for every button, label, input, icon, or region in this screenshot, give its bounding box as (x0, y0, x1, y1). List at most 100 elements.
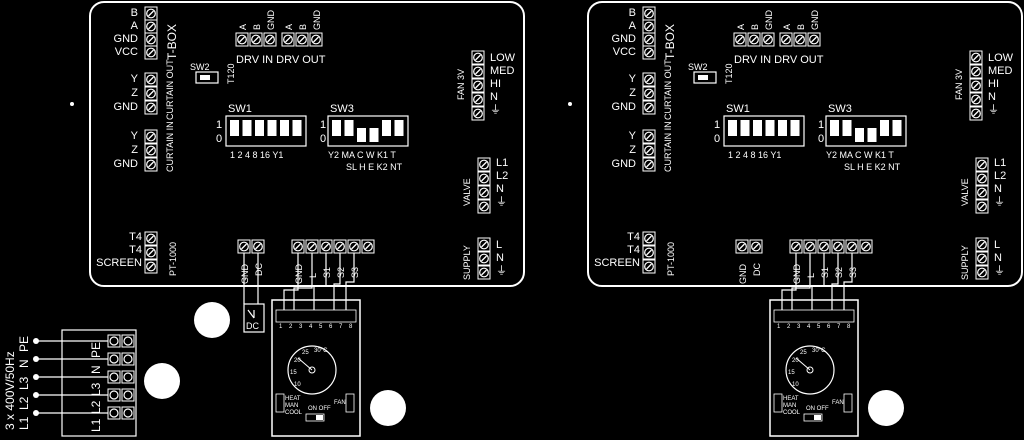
drv-pin-label: GND (764, 10, 774, 31)
block-n: N (89, 365, 103, 374)
valve-pin-label: ⏚ (994, 195, 1005, 208)
power-line-n: N (17, 359, 31, 368)
sw1-dip-toggle (242, 120, 252, 136)
dc-label: DC (254, 263, 264, 276)
gnd-terminal-slot (739, 243, 745, 250)
valve-pin-label: N (496, 183, 504, 195)
output-terminal-slot (807, 243, 813, 250)
tbox-pin-label: VCC (613, 46, 636, 58)
thermostat-dial-center (308, 366, 316, 374)
fan-pin-label: LOW (490, 52, 516, 64)
thermostat-pin-label: 5 (319, 324, 323, 330)
thermostat-pin-label: 5 (817, 324, 821, 330)
valve-pin-label: L1 (994, 157, 1006, 169)
thermostat-onoff-label: ON OFF (308, 406, 331, 412)
output-terminal-slot (295, 243, 301, 250)
output-terminal-extra-slot (863, 243, 869, 250)
drv-label: DRV IN DRV OUT (734, 54, 824, 66)
tbox-pin-label: A (131, 20, 139, 32)
curtain-in-pin-label: Y (629, 130, 637, 142)
drv-terminal-slot (751, 36, 757, 43)
thermostat-dial-mark: 30°C (314, 348, 328, 354)
tbox-pin-label: GND (612, 33, 637, 45)
thermostat-wire (811, 253, 825, 310)
thermostat-dial-mark: 20 (294, 358, 301, 364)
sw1-dip-toggle (255, 120, 264, 136)
valve-pin-label: L2 (496, 170, 508, 182)
drv-pin-label: B (252, 24, 262, 30)
power-line-l1: L1 (17, 416, 31, 430)
curtain-out-terminal-slot (148, 104, 154, 111)
thermostat-fan-label: FAN (832, 400, 844, 406)
supply-pin-label: L (496, 239, 502, 251)
valve-pin-label: L1 (496, 157, 508, 169)
fan-pin-label: ⏚ (988, 103, 999, 116)
output-pin-label: S3 (848, 267, 858, 278)
fan-terminal-slot (475, 68, 481, 75)
block-pe: PE (89, 342, 103, 358)
mounting-dot (568, 102, 572, 106)
sw3-dip-toggle (880, 120, 889, 136)
gnd-terminal-slot (241, 243, 247, 250)
output-terminal-slot (821, 243, 827, 250)
drv-terminal-slot (797, 36, 803, 43)
curtain-in-pin-label: Z (131, 144, 138, 156)
curtain-in-terminal-slot (148, 161, 154, 168)
thermostat-terminal-strip (275, 309, 357, 323)
supply-pin-label: N (994, 252, 1002, 264)
sw1-values: 1 2 4 8 16 Y1 (230, 150, 283, 160)
fan-terminal-slot (973, 68, 979, 75)
thermostat-dial-needle (795, 357, 811, 371)
sw1-dip-toggle (280, 120, 289, 136)
curtain-out-pin-label: Z (629, 87, 636, 99)
dc-box-label: DC (246, 321, 259, 331)
sw3-bit-0: 0 (320, 133, 326, 145)
valve-terminal-slot (481, 189, 487, 196)
thermostat-wire (293, 253, 313, 310)
thermostat-mode-switch-icon (275, 393, 285, 413)
sw3-dip-toggle (369, 128, 379, 142)
sw1-dip-toggle (267, 120, 277, 136)
sw1-values: 1 2 4 8 16 Y1 (728, 150, 781, 160)
power-line-l3: L3 (17, 376, 31, 390)
supply-pin-label: N (496, 252, 504, 264)
curtain-out-pin-label: Z (131, 87, 138, 99)
sw3-dip-toggle (357, 128, 366, 142)
thermostat-pin-label: 4 (807, 324, 811, 330)
thermostat-dial-mark: 15 (788, 370, 795, 376)
valve-title: VALVE (960, 178, 970, 206)
sw3-values-bottom: SL H E K2 NT (844, 162, 901, 172)
thermostat-dial-icon (287, 345, 337, 395)
thermostat-pin-label: 1 (279, 324, 283, 330)
pt1000-terminal-slot (646, 235, 652, 242)
drv-terminal-slot (783, 36, 789, 43)
valve-terminal-slot (979, 161, 985, 168)
output-terminal-extra-slot (365, 243, 371, 250)
board-outline (89, 1, 525, 287)
output-pin-label: S2 (336, 267, 346, 278)
thermostat-dial-mark: 10 (792, 382, 799, 388)
dc-terminal-slot (255, 243, 261, 250)
sw1-bit-1: 1 (714, 119, 720, 131)
power-supply-block: 3 x 400V/50Hz L1 L2 L3 N PE L1 L2 L3 N P… (3, 329, 137, 437)
curtain-in-terminal-slot (148, 133, 154, 140)
sw2-knob (698, 75, 708, 80)
thermostat-body (769, 299, 859, 437)
tbox-terminal-slot (646, 36, 652, 43)
sw1-dip-toggle (753, 120, 762, 136)
tbox-pin-label: VCC (115, 46, 138, 58)
sw1-label: SW1 (228, 103, 252, 115)
supply-pin-label: L (994, 239, 1000, 251)
output-terminal-slot (849, 243, 855, 250)
output-terminal-slot (351, 243, 357, 250)
curtain-in-pin-label: Y (131, 130, 139, 142)
thermostat-pin-label: 4 (309, 324, 313, 330)
sw1-bit-0: 0 (714, 133, 720, 145)
power-terminal-screw-icon-out (123, 408, 133, 418)
drv-pin-label: GND (312, 10, 322, 31)
fan-terminal-slot (475, 82, 481, 89)
drv-terminal-slot (313, 36, 319, 43)
pt1000-terminal-slot (148, 249, 154, 256)
output-pin-label: GND (294, 264, 304, 285)
